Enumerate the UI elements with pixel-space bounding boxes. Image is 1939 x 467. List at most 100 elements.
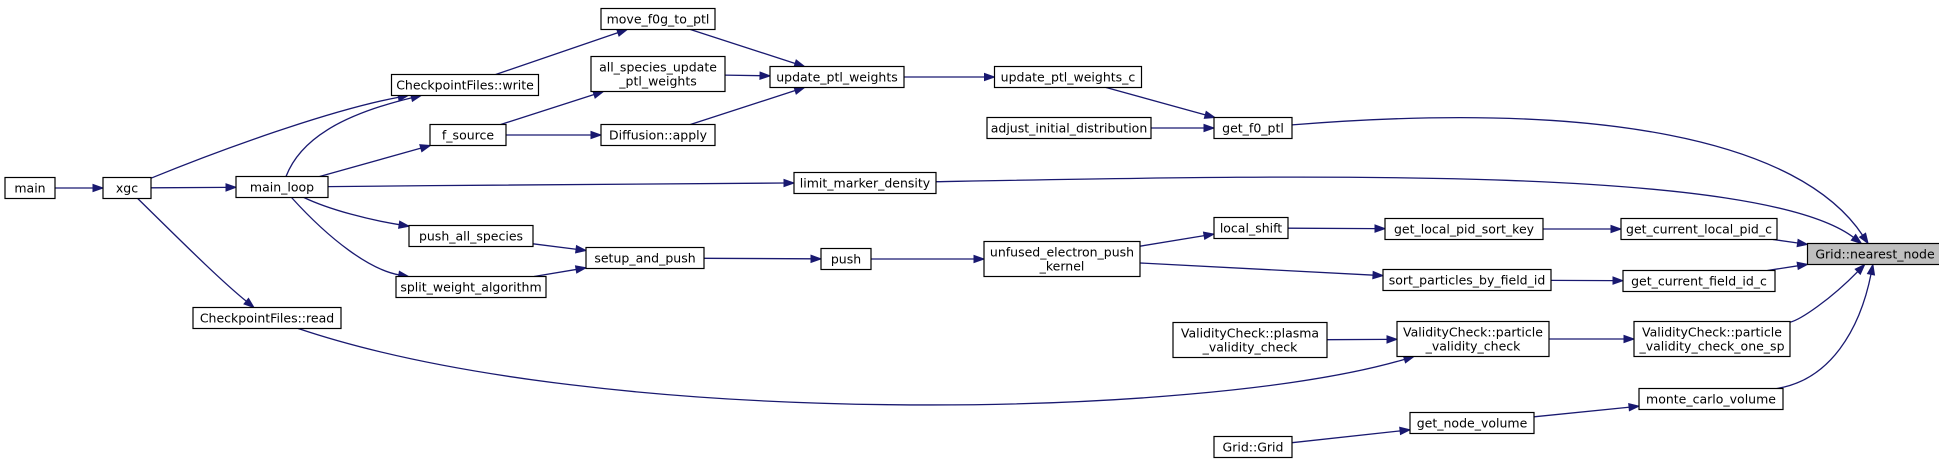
node-label: move_f0g_to_ptl [607, 12, 710, 27]
node-diffusion-apply[interactable]: Diffusion::apply [600, 123, 716, 147]
node-box [1384, 217, 1544, 241]
call-edge [327, 182, 786, 188]
call-edge [297, 327, 1406, 406]
call-edge [1772, 238, 1799, 244]
node-setup-and-push[interactable]: setup_and_push [585, 246, 705, 270]
node-main-loop[interactable]: main_loop [235, 175, 329, 199]
arrowhead-icon [1850, 233, 1863, 245]
node-box [600, 123, 716, 147]
node-unfused-electron-push-kernel[interactable]: unfused_electron_push_kernel [983, 240, 1141, 278]
node-box [1633, 320, 1791, 358]
node-particle-validity-check[interactable]: ValidityCheck::particle_validity_check [1396, 320, 1550, 358]
node-label: get_current_field_id_c [1631, 274, 1767, 289]
node-label: _kernel [1039, 259, 1085, 274]
edges-layer [55, 28, 1876, 444]
node-local-shift[interactable]: local_shift [1213, 216, 1289, 240]
node-label: _validity_check_one_sp [1638, 339, 1784, 354]
call-edge [150, 96, 400, 179]
call-edge [532, 243, 578, 251]
node-push[interactable]: push [820, 247, 872, 271]
node-plasma-validity-check[interactable]: ValidityCheck::plasma_validity_check [1172, 321, 1328, 359]
node-get-current-local-pid-c[interactable]: get_current_local_pid_c [1620, 217, 1778, 241]
node-label: main_loop [250, 180, 314, 195]
node-label: setup_and_push [594, 251, 695, 266]
node-sort-particles-by-field-id[interactable]: sort_particles_by_field_id [1382, 268, 1552, 292]
arrowhead-icon [1202, 231, 1216, 240]
node-label: Grid::nearest_node [1815, 247, 1935, 262]
node-box [1382, 268, 1552, 292]
arrowhead-icon [92, 183, 105, 193]
node-box [983, 240, 1141, 278]
node-box [793, 171, 937, 195]
node-label: update_ptl_weights [776, 70, 898, 85]
node-limit-marker-density[interactable]: limit_marker_density [793, 171, 937, 195]
node-grid-grid[interactable]: Grid::Grid [1213, 435, 1293, 459]
node-box [1622, 269, 1776, 293]
node-box [4, 176, 56, 200]
node-box [1172, 321, 1328, 359]
call-edge [303, 196, 401, 226]
arrowhead-icon [793, 59, 807, 68]
call-edge [1139, 262, 1375, 276]
node-get-current-field-id-c[interactable]: get_current_field_id_c [1622, 269, 1776, 293]
node-xgc[interactable]: xgc [102, 176, 152, 200]
node-label: monte_carlo_volume [1646, 392, 1776, 407]
node-label: all_species_update [599, 60, 717, 75]
node-all-species-update[interactable]: all_species_update_ptl_weights [590, 55, 726, 93]
node-box [1806, 242, 1939, 266]
node-push-all-species[interactable]: push_all_species [408, 224, 534, 248]
node-label: main [14, 181, 45, 196]
node-monte-carlo-volume[interactable]: monte_carlo_volume [1638, 387, 1784, 411]
node-label: split_weight_algorithm [400, 280, 541, 295]
call-edge [1776, 273, 1872, 390]
call-edge [500, 93, 596, 126]
node-checkpoint-read[interactable]: CheckpointFiles::read [192, 306, 342, 330]
arrowhead-icon [590, 130, 603, 140]
node-get-f0-ptl[interactable]: get_f0_ptl [1213, 116, 1293, 140]
node-box [395, 275, 547, 299]
node-update-ptl-weights-c[interactable]: update_ptl_weights_c [993, 65, 1143, 89]
call-edge [1767, 265, 1799, 272]
node-get-node-volume[interactable]: get_node_volume [1409, 411, 1535, 435]
node-label: get_node_volume [1417, 416, 1528, 431]
node-get-local-pid-sort-key[interactable]: get_local_pid_sort_key [1384, 217, 1544, 241]
call-edge [1533, 406, 1631, 418]
node-box [429, 123, 507, 147]
node-box [192, 306, 342, 330]
call-edge [935, 176, 1855, 239]
node-box [585, 246, 705, 270]
node-update-ptl-weights[interactable]: update_ptl_weights [769, 65, 905, 89]
arrowhead-icon [1203, 123, 1216, 133]
call-edge [690, 28, 797, 65]
arrowhead-icon [1854, 263, 1866, 276]
call-edge [703, 257, 813, 260]
arrowhead-icon [615, 28, 629, 37]
node-split-weight-algorithm[interactable]: split_weight_algorithm [395, 275, 547, 299]
node-box [590, 55, 726, 93]
call-edge [1105, 86, 1207, 116]
arrowhead-icon [592, 90, 605, 99]
node-label: get_f0_ptl [1222, 121, 1284, 136]
call-edge [724, 74, 762, 77]
node-f-source[interactable]: f_source [429, 123, 507, 147]
call-edge [137, 198, 248, 303]
arrowhead-icon [1372, 270, 1385, 280]
node-checkpoint-write[interactable]: CheckpointFiles::write [390, 73, 540, 97]
node-label: _validity_check [1202, 340, 1299, 355]
node-label: limit_marker_density [800, 176, 931, 191]
node-box [390, 73, 540, 97]
call-edge [1139, 234, 1206, 247]
node-move-f0g-to-ptl[interactable]: move_f0g_to_ptl [600, 7, 716, 31]
arrowhead-icon [810, 254, 823, 264]
node-grid-nearest-node[interactable]: Grid::nearest_node [1806, 242, 1939, 266]
node-label: get_current_local_pid_c [1626, 222, 1772, 237]
arrowhead-icon [1399, 426, 1412, 436]
node-box [1409, 411, 1535, 435]
node-box [235, 175, 329, 199]
node-box [408, 224, 534, 248]
node-main[interactable]: main [4, 176, 56, 200]
arrowhead-icon [1858, 232, 1869, 245]
node-particle-validity-check-one-sp[interactable]: ValidityCheck::particle_validity_check_o… [1633, 320, 1791, 358]
node-adjust-initial-distribution[interactable]: adjust_initial_distribution [986, 116, 1152, 140]
arrowhead-icon [574, 265, 588, 274]
